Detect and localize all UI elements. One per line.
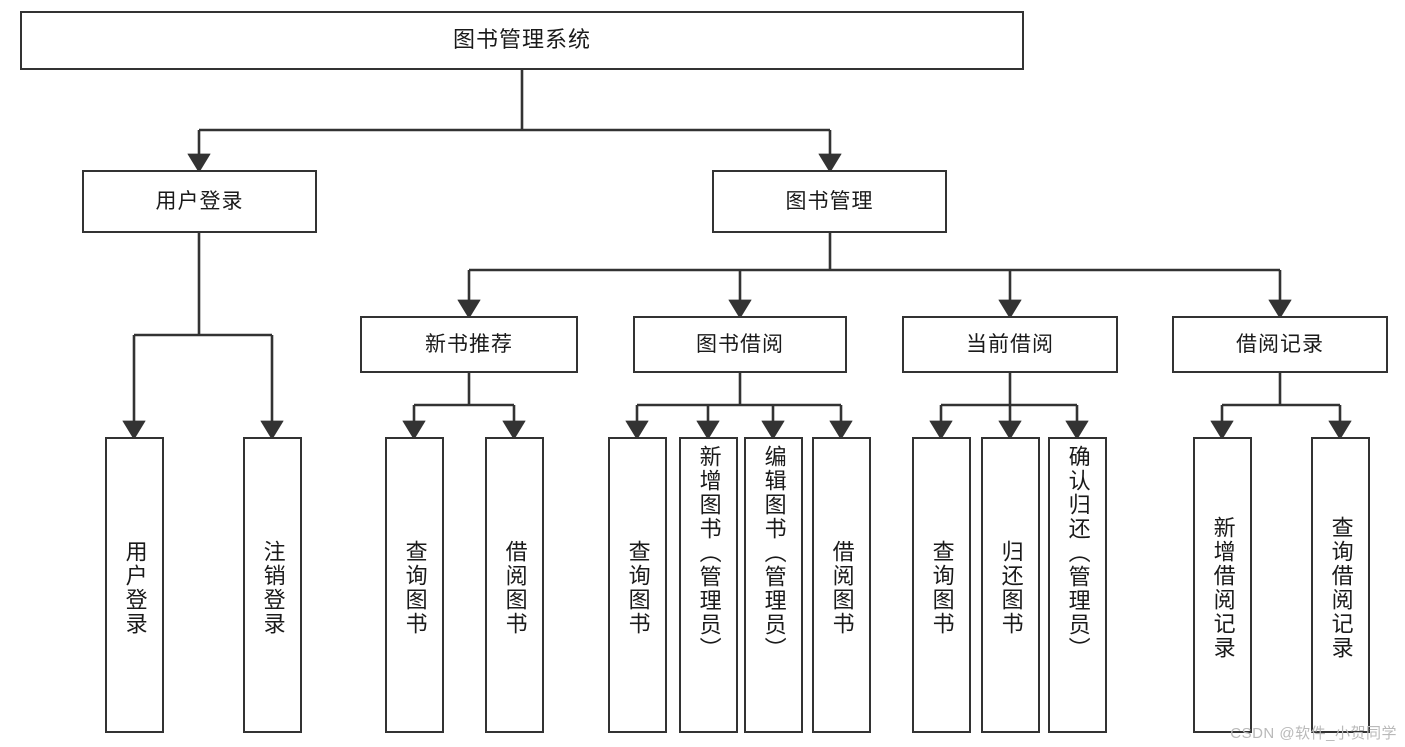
node-leaf-edit-book[interactable]: 编辑图书（管理员） [744, 437, 803, 733]
node-label: 编辑图书（管理员） [761, 445, 787, 661]
node-leaf-return-book[interactable]: 归还图书 [981, 437, 1040, 733]
node-current-borrow[interactable]: 当前借阅 [902, 316, 1118, 373]
node-leaf-query-book-3[interactable]: 查询图书 [912, 437, 971, 733]
node-label: 图书管理系统 [452, 27, 591, 53]
node-label: 图书借阅 [696, 332, 784, 356]
node-label: 借阅记录 [1236, 332, 1324, 356]
node-label: 新增借阅记录 [1210, 516, 1236, 660]
node-label: 借阅图书 [829, 540, 855, 636]
node-user-login[interactable]: 用户登录 [82, 170, 317, 233]
node-label: 确认归还（管理员） [1065, 445, 1091, 661]
node-root-system[interactable]: 图书管理系统 [20, 11, 1024, 70]
node-leaf-query-book-1[interactable]: 查询图书 [385, 437, 444, 733]
node-label: 新增图书（管理员） [696, 445, 722, 661]
node-book-borrow[interactable]: 图书借阅 [633, 316, 847, 373]
node-leaf-add-record[interactable]: 新增借阅记录 [1193, 437, 1252, 733]
node-label: 查询图书 [402, 540, 428, 636]
node-leaf-user-login[interactable]: 用户登录 [105, 437, 164, 733]
node-label: 归还图书 [998, 540, 1024, 636]
node-leaf-query-record[interactable]: 查询借阅记录 [1311, 437, 1370, 733]
node-label: 图书管理 [785, 189, 874, 213]
node-leaf-confirm-return[interactable]: 确认归还（管理员） [1048, 437, 1107, 733]
node-new-book-recommend[interactable]: 新书推荐 [360, 316, 578, 373]
node-label: 查询借阅记录 [1328, 516, 1354, 660]
node-label: 用户登录 [122, 540, 148, 636]
node-borrow-record[interactable]: 借阅记录 [1172, 316, 1388, 373]
node-leaf-borrow-book-2[interactable]: 借阅图书 [812, 437, 871, 733]
node-leaf-query-book-2[interactable]: 查询图书 [608, 437, 667, 733]
node-leaf-add-book[interactable]: 新增图书（管理员） [679, 437, 738, 733]
node-label: 查询图书 [625, 540, 651, 636]
node-label: 注销登录 [260, 540, 286, 636]
node-book-manage[interactable]: 图书管理 [712, 170, 947, 233]
node-label: 当前借阅 [966, 332, 1054, 356]
watermark-text: CSDN @软件_小贺同学 [1230, 725, 1397, 742]
node-label: 借阅图书 [502, 540, 528, 636]
node-label: 查询图书 [929, 540, 955, 636]
node-label: 用户登录 [155, 189, 244, 213]
node-leaf-borrow-book-1[interactable]: 借阅图书 [485, 437, 544, 733]
node-leaf-user-logout[interactable]: 注销登录 [243, 437, 302, 733]
node-label: 新书推荐 [425, 332, 513, 356]
